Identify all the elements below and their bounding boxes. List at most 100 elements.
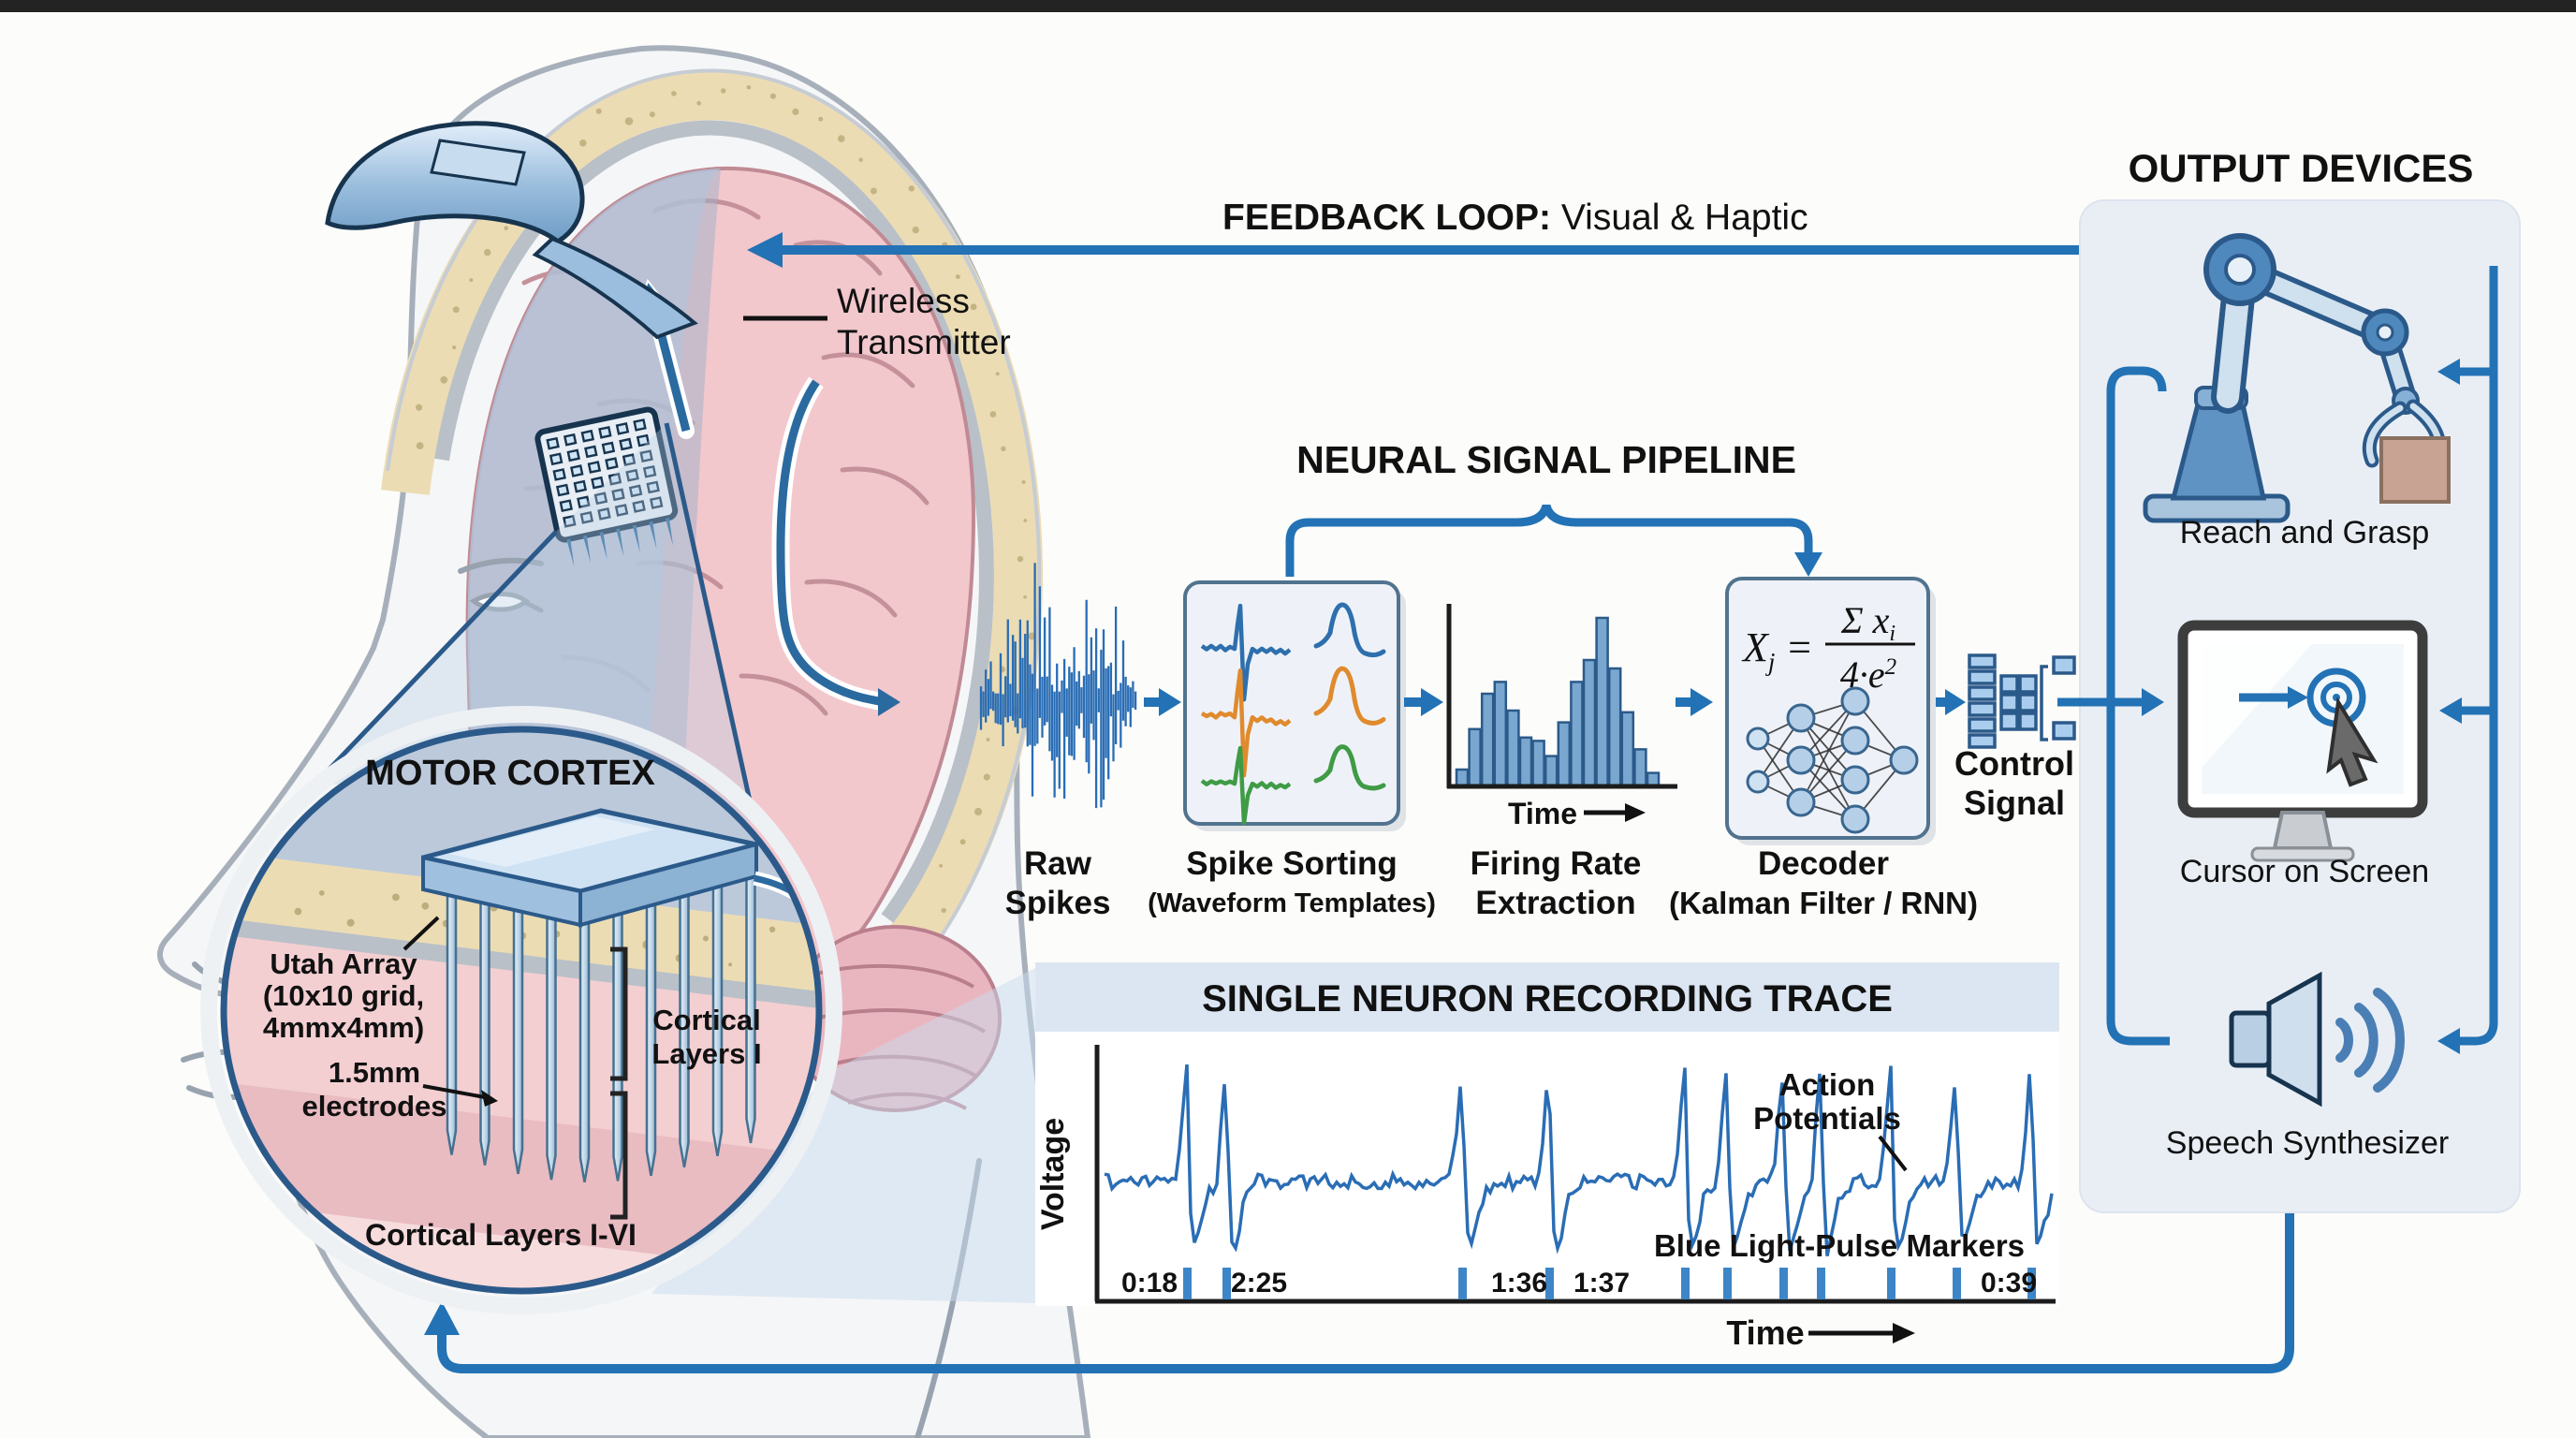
svg-text:Σ xi: Σ xi — [1840, 599, 1895, 646]
decoder-label-1: Decoder — [1758, 845, 1889, 882]
firing-rate-chart: Time — [1446, 604, 1677, 830]
timestamp-label: 0:39 — [1981, 1268, 2037, 1299]
recording-trace-panel: SINGLE NEURON RECORDING TRACE Voltage 0:… — [1035, 962, 2059, 1352]
firing-axis-label: Time — [1508, 797, 1577, 830]
trace-ylabel: Voltage — [1035, 1118, 1071, 1230]
sorting-label-1: Spike Sorting — [1186, 845, 1398, 882]
bottom-feedback-line — [424, 1212, 2294, 1373]
output-item-label-reach: Reach and Grasp — [2180, 515, 2430, 550]
formula-lhs: X — [1741, 624, 1770, 670]
wireless-transmitter-icon — [325, 121, 698, 340]
arrow-firing-to-decoder — [1676, 688, 1713, 716]
control-distribution-rail — [2106, 366, 2170, 1046]
implant-array-icon — [534, 406, 679, 567]
raw-spikes-label-1: Raw — [1024, 845, 1092, 882]
implant-array-teeth — [566, 518, 674, 567]
trace-title: SINGLE NEURON RECORDING TRACE — [1202, 978, 1893, 1020]
raw-spikes-waveform — [979, 563, 1137, 809]
electrode-pointer-head — [481, 1090, 498, 1107]
timestamp-label: 1:36 — [1491, 1268, 1547, 1299]
formula-denominator: 4·e — [1840, 653, 1885, 696]
neural-network-icon — [1746, 686, 1919, 834]
feedback-title-bold: FEEDBACK LOOP: — [1222, 198, 1551, 238]
cone-line-left — [315, 530, 558, 785]
trace-banner — [1035, 962, 2059, 1032]
electrode-pointer — [422, 1084, 486, 1099]
svg-text:Xj =: Xj = — [1741, 624, 1813, 676]
transmitter-label-line1: Wireless — [837, 282, 970, 320]
output-item-label-cursor: Cursor on Screen — [2180, 854, 2429, 889]
utah-array-pointer — [402, 916, 440, 951]
sorting-waveforms — [1200, 602, 1386, 826]
grasp-cube — [2379, 436, 2451, 504]
feedback-rail — [2454, 266, 2498, 1046]
cursor-pointer-icon — [2326, 697, 2378, 787]
arrow-sorting-to-firing — [1404, 688, 1443, 716]
speaker-icon — [2229, 971, 2405, 1108]
formula-den-sup: 2 — [1885, 654, 1897, 680]
cortical-layers-right-2: Layers I — [651, 1037, 761, 1070]
feedback-arrowhead — [747, 232, 783, 268]
trace-xlabel: Time — [1726, 1313, 1804, 1352]
skull-bone-band — [381, 71, 1044, 985]
cortical-layers-bottom: Cortical Layers I-VI — [365, 1218, 637, 1252]
annotation-pointer — [1878, 1135, 1908, 1172]
firing-label-1: Firing Rate — [1471, 845, 1642, 882]
feedback-title: FEEDBACK LOOP: Visual & Haptic — [1222, 198, 1808, 238]
pipeline-bracket — [1285, 504, 1813, 577]
utah-array-plate — [421, 808, 758, 928]
light-pulse-markers — [1183, 1268, 2036, 1299]
feedback-title-rest: Visual & Haptic — [1561, 198, 1808, 238]
implant-array-grid — [546, 418, 664, 528]
monitor-icon — [2177, 620, 2428, 862]
firing-rate-bars — [1455, 616, 1661, 788]
svg-text:4·e2: 4·e2 — [1840, 653, 1896, 696]
feedback-arrow-cursor — [2439, 697, 2462, 724]
feedback-arrow-arm — [2437, 359, 2460, 385]
utah-array-label-2: (10x10 grid, — [263, 979, 424, 1012]
pipeline-title: NEURAL SIGNAL PIPELINE — [1296, 438, 1796, 481]
inset-circle-ring — [220, 726, 823, 1295]
decoder-formula: Xj = Σ xi 4·e2 — [1741, 599, 1915, 696]
formula-numerator: Σ x — [1840, 599, 1890, 641]
timestamp-label: 1:37 — [1573, 1268, 1630, 1299]
trace-xlabel-arrowhead — [1893, 1323, 1915, 1343]
timestamp-label: 2:25 — [1231, 1268, 1287, 1299]
signal-cable — [771, 376, 900, 716]
timestamp-label: 0:18 — [1121, 1268, 1178, 1299]
output-item-label-speech: Speech Synthesizer — [2166, 1125, 2449, 1161]
formula-lhs-sub: j — [1765, 648, 1776, 676]
motor-cortex-inset: MOTOR CORTEX Utah Array (10x10 grid, 4mm… — [200, 706, 842, 1314]
transmitter-label-line2: Transmitter — [837, 323, 1011, 361]
top-strip — [0, 0, 2576, 12]
electrode-label-2: electrodes — [301, 1090, 446, 1123]
control-label-1: Control — [1954, 744, 2074, 783]
formula-eq: = — [1775, 624, 1813, 670]
feedback-arrow-speaker — [2437, 1028, 2460, 1054]
markers-label: Blue Light-Pulse Markers — [1654, 1228, 2025, 1263]
output-title: OUTPUT DEVICES — [2129, 146, 2474, 190]
bottom-feedback-arrowhead — [424, 1301, 460, 1335]
arrow-control-to-panel — [2057, 688, 2164, 716]
cortical-bracket-lower — [610, 1091, 628, 1220]
arrow-raw-to-sorting — [1144, 688, 1181, 716]
firing-label-2: Extraction — [1475, 885, 1635, 921]
control-label-2: Signal — [1964, 784, 2065, 822]
formula-num-sub: i — [1889, 622, 1895, 646]
skull-speckles — [416, 84, 1036, 939]
electrode-label-1: 1.5mm — [329, 1056, 420, 1089]
trace-annotation-2: Potentials — [1753, 1101, 1901, 1136]
trace-annotation-1: Action — [1779, 1067, 1876, 1102]
arrow-decoder-to-control — [1936, 689, 1966, 715]
sorting-label-2: (Waveform Templates) — [1148, 888, 1436, 918]
pipeline-bracket-arrowhead — [1794, 552, 1822, 577]
cable-arrowhead — [878, 688, 900, 716]
raw-spikes-label-2: Spikes — [1005, 885, 1111, 921]
cortical-bracket-upper — [610, 946, 628, 1081]
utah-array-label-3: 4mmx4mm) — [263, 1011, 424, 1044]
dura-band — [434, 120, 994, 923]
motor-cortex-title: MOTOR CORTEX — [365, 754, 655, 793]
control-signal-icon — [1968, 653, 2076, 749]
robot-arm-icon — [2143, 233, 2451, 523]
